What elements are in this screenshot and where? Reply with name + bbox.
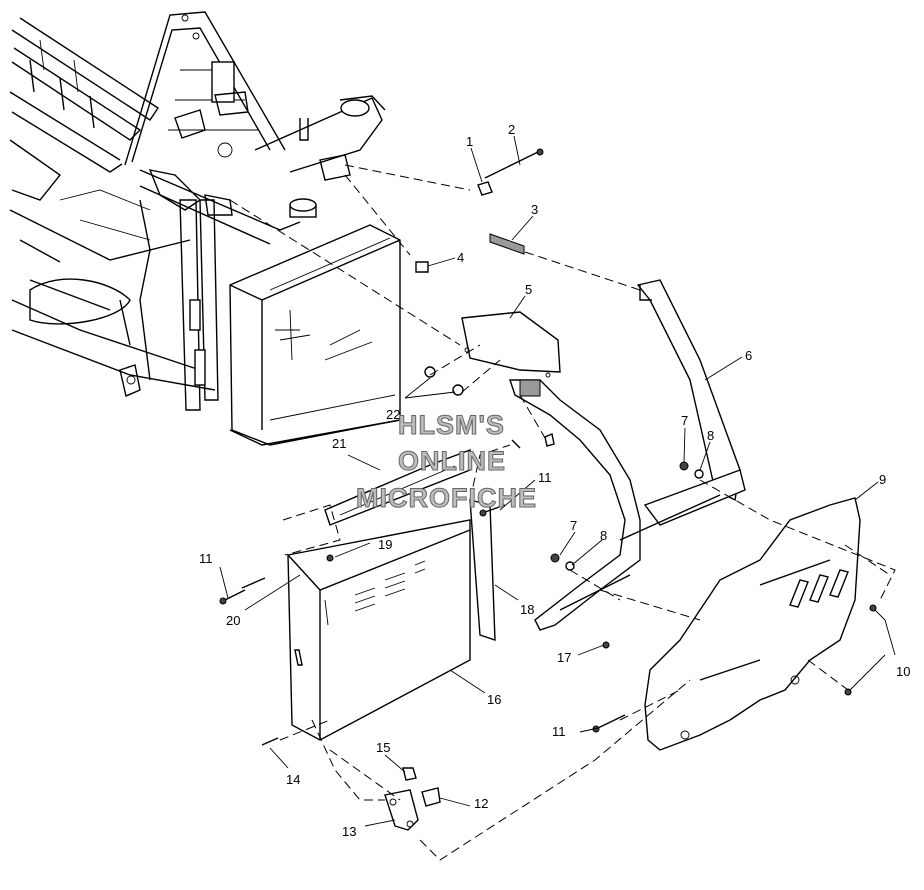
callout-11a: 11	[199, 551, 213, 566]
top-panel	[324, 448, 471, 526]
radiator	[229, 198, 401, 446]
plate-5	[461, 311, 561, 378]
callout-9: 9	[879, 472, 886, 487]
callout-4: 4	[457, 250, 464, 265]
leader-lines	[219, 135, 896, 827]
callout-7a: 7	[681, 413, 688, 428]
callout-22: 22	[386, 407, 400, 422]
callout-11c: 11	[552, 724, 566, 739]
front-bumper	[509, 279, 746, 631]
assembly-lines	[229, 164, 896, 861]
callout-10: 10	[896, 664, 910, 679]
callout-21: 21	[332, 436, 346, 451]
callout-11b: 11	[538, 470, 552, 485]
callout-20: 20	[226, 613, 240, 628]
callout-numbers: 1 2 3 4 5 6 7 8 9 10 11 11 11 12 13 14 1…	[199, 122, 910, 839]
watermark-line-1: HLSM'S	[398, 410, 505, 440]
callout-8a: 8	[707, 428, 714, 443]
callout-17: 17	[557, 650, 571, 665]
front-grille-shroud	[287, 499, 496, 741]
callout-7b: 7	[570, 518, 577, 533]
callout-1: 1	[466, 134, 473, 149]
callout-3: 3	[531, 202, 538, 217]
watermark-line-3: MICROFICHE	[356, 483, 537, 513]
callout-12: 12	[474, 796, 488, 811]
watermark-line-2: ONLINE	[398, 446, 506, 476]
callout-14: 14	[286, 772, 300, 787]
callout-15: 15	[376, 740, 390, 755]
skid-plate	[644, 497, 861, 751]
callout-19: 19	[378, 537, 392, 552]
callout-2: 2	[508, 122, 515, 137]
callout-16: 16	[487, 692, 501, 707]
callout-8b: 8	[600, 528, 607, 543]
vehicle-frame	[9, 11, 386, 411]
callout-5: 5	[525, 282, 532, 297]
callout-18: 18	[520, 602, 534, 617]
callout-6: 6	[745, 348, 752, 363]
watermark: HLSM'S ONLINE MICROFICHE	[356, 410, 537, 514]
callout-13: 13	[342, 824, 356, 839]
